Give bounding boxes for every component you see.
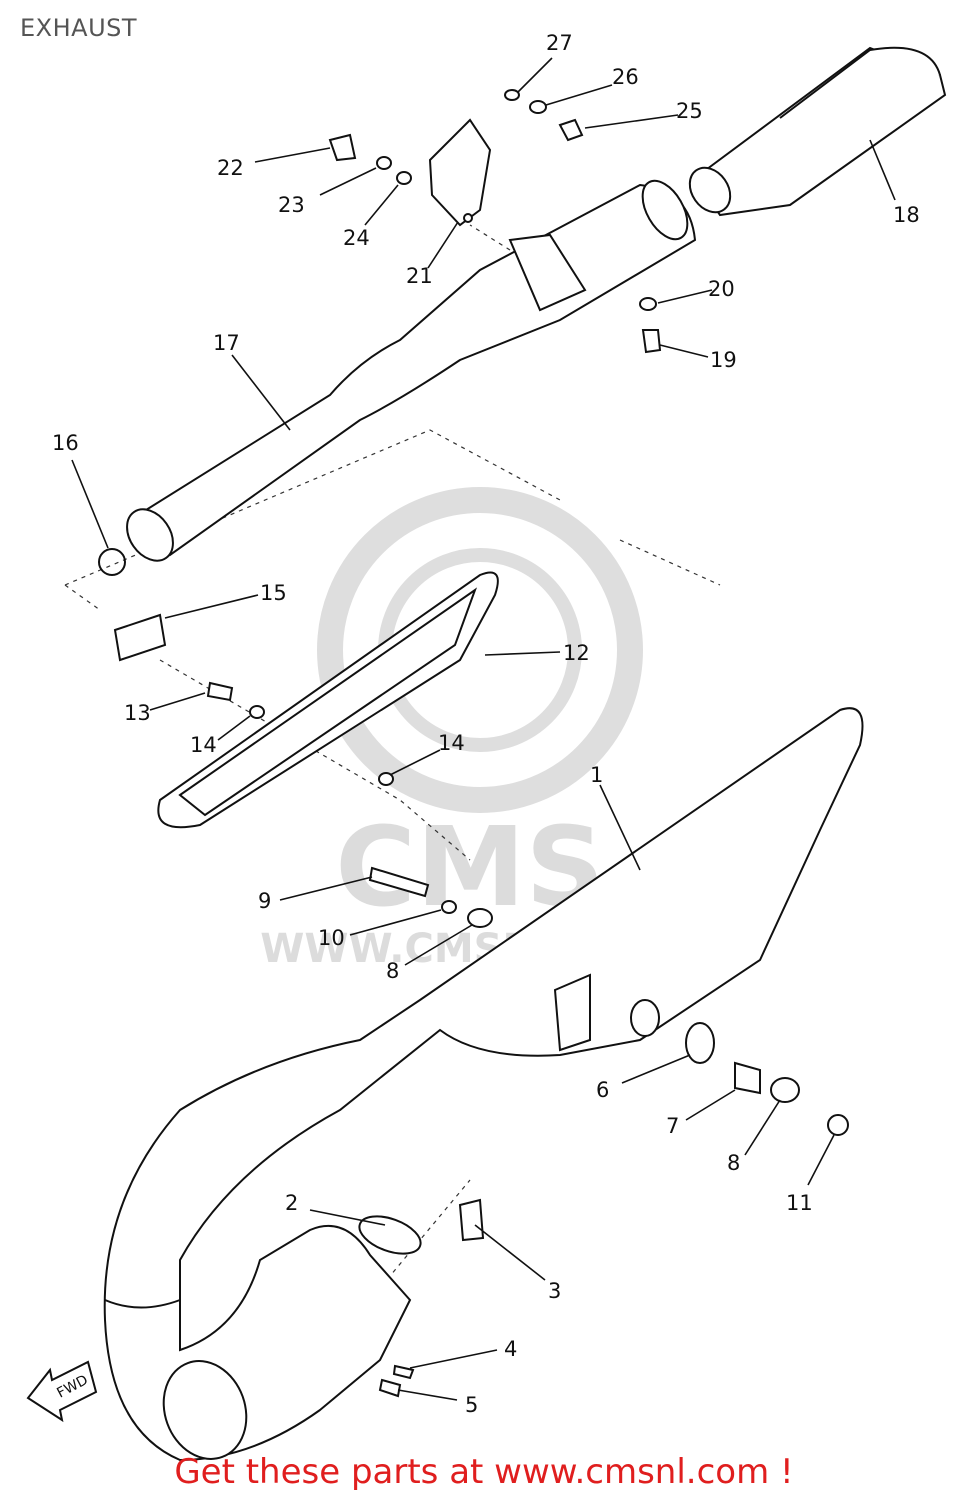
muffler-body (126, 179, 697, 562)
callout-part-3: 3 (548, 1279, 561, 1303)
callout-part-26: 26 (612, 65, 639, 89)
page-title: EXHAUST (20, 14, 138, 42)
callout-part-11: 11 (786, 1191, 813, 1215)
callout-part-5: 5 (465, 1393, 478, 1417)
reference-lines (64, 224, 721, 1301)
callout-part-1: 1 (590, 763, 603, 787)
callout-part-8b: 8 (386, 959, 399, 983)
fwd-arrow: FWD (26, 1360, 98, 1423)
callout-part-4: 4 (504, 1337, 517, 1361)
callout-part-7: 7 (666, 1114, 679, 1138)
callout-part-13: 13 (124, 701, 151, 725)
hardware (98, 89, 849, 1398)
callout-part-18: 18 (893, 203, 920, 227)
callout-part-16: 16 (52, 431, 79, 455)
silencer-tail (688, 46, 947, 217)
callout-part-19: 19 (710, 348, 737, 372)
callout-part-9: 9 (258, 889, 271, 913)
heat-guard (157, 571, 499, 829)
callout-part-2: 2 (285, 1191, 298, 1215)
callout-part-15: 15 (260, 581, 287, 605)
muffler-bracket (428, 118, 492, 227)
callout-part-23: 23 (278, 193, 305, 217)
callout-part-21: 21 (406, 264, 433, 288)
callout-part-27: 27 (546, 31, 573, 55)
callout-part-24: 24 (343, 226, 370, 250)
callout-part-20: 20 (708, 277, 735, 301)
callout-part-6: 6 (596, 1078, 609, 1102)
callout-part-12: 12 (563, 641, 590, 665)
callout-part-14b: 14 (438, 731, 465, 755)
get-parts-link[interactable]: Get these parts at www.cmsnl.com ! (174, 1452, 794, 1492)
callout-part-22: 22 (217, 156, 244, 180)
callout-part-10: 10 (318, 926, 345, 950)
callout-numbers: 1 2 3 4 5 6 7 8 8 9 10 11 12 13 14 14 15… (52, 31, 920, 1417)
callout-part-17: 17 (213, 331, 240, 355)
expansion-chamber (103, 707, 864, 1462)
callout-leaders (71, 57, 896, 1401)
callout-part-25: 25 (676, 99, 703, 123)
callout-part-14a: 14 (190, 733, 217, 757)
callout-part-8a: 8 (727, 1151, 740, 1175)
